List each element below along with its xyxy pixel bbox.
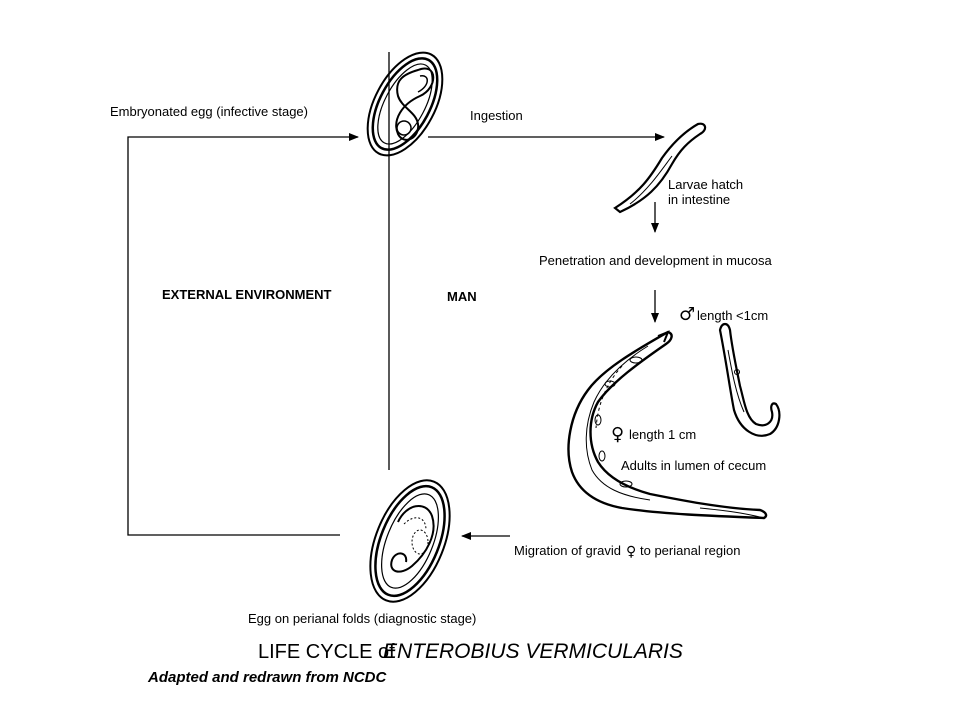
cycle-frame — [127, 52, 665, 540]
ingestion-label: Ingestion — [470, 108, 523, 123]
female-symbol: ♀ — [611, 424, 624, 445]
female-adult-illustration — [567, 330, 768, 520]
embryonated-egg-label: Embryonated egg (infective stage) — [110, 104, 308, 119]
adults-label: Adults in lumen of cecum — [621, 458, 767, 473]
migration-label-part2: to perianal region — [640, 543, 741, 558]
embryonated-egg-illustration — [366, 51, 444, 157]
larvae-hatch-label-line1: Larvae hatch — [668, 177, 744, 192]
man-label: MAN — [447, 289, 477, 304]
male-adult-illustration — [718, 322, 781, 437]
male-symbol: ♂ — [679, 304, 695, 325]
gravid-female-symbol: ♀ — [626, 544, 636, 560]
penetration-label: Penetration and development in mucosa — [539, 253, 772, 268]
external-environment-label: EXTERNAL ENVIRONMENT — [162, 287, 332, 302]
left-return-line — [127, 133, 359, 536]
source-credit: Adapted and redrawn from NCDC — [148, 669, 387, 686]
perianal-egg-illustration — [369, 479, 451, 603]
male-length-label: length <1cm — [697, 308, 769, 323]
larvae-hatch-label-line2: in intestine — [668, 192, 731, 207]
larva-illustration — [613, 122, 707, 214]
perianal-egg-label: Egg on perianal folds (diagnostic stage) — [248, 611, 477, 626]
diagram-title-species: ENTEROBIUS VERMICULARIS — [383, 640, 683, 663]
migration-label-part1: Migration of gravid — [514, 543, 621, 558]
diagram-title-prefix: LIFE CYCLE of — [258, 641, 395, 663]
female-length-label: length 1 cm — [629, 427, 697, 442]
